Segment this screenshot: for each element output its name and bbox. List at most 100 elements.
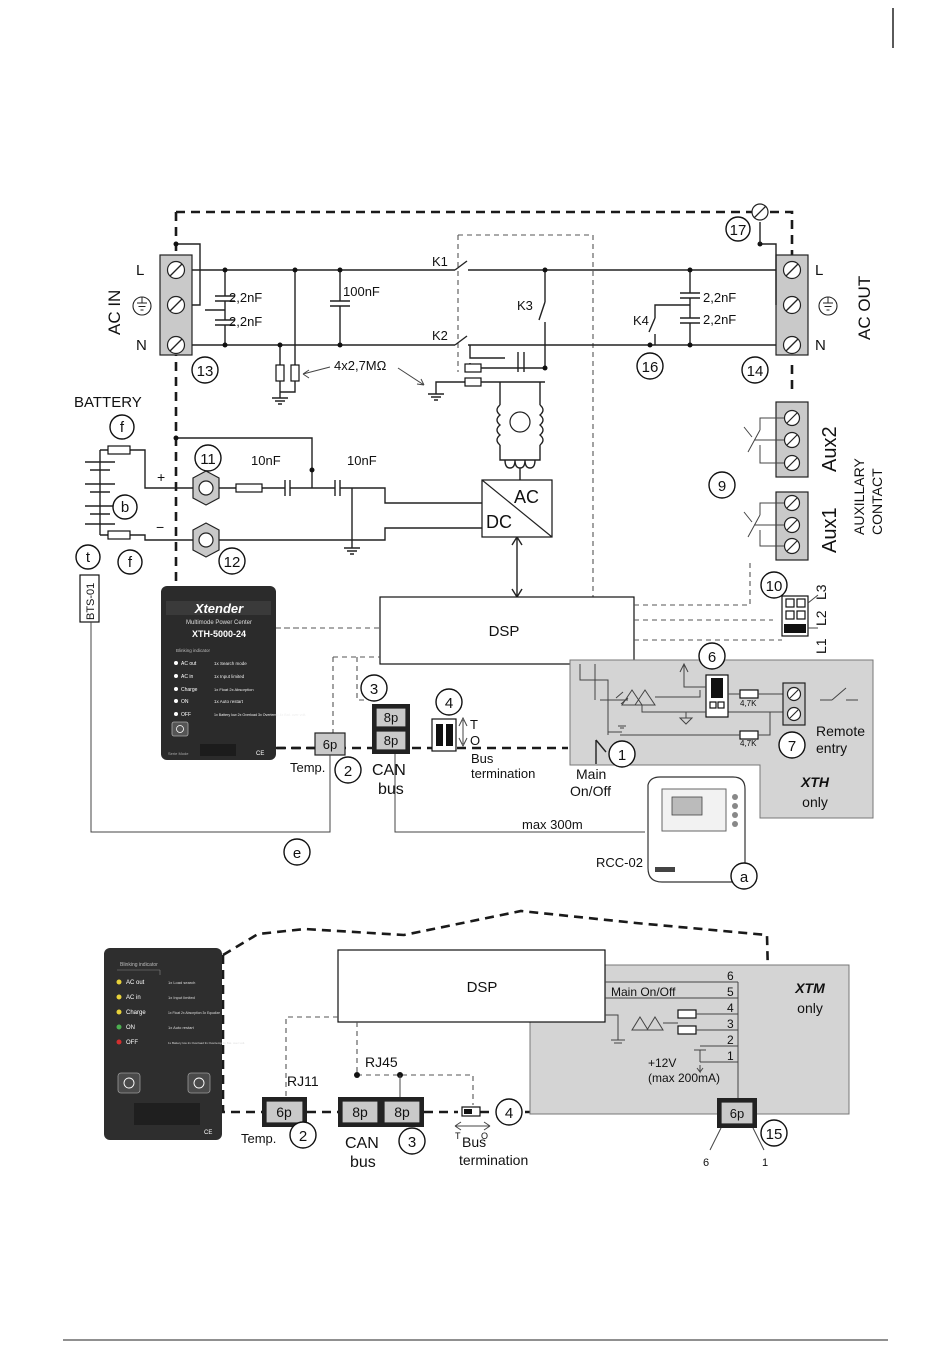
svg-text:XTM: XTM (794, 980, 825, 996)
svg-text:3: 3 (727, 1017, 734, 1031)
power-button[interactable] (117, 1072, 141, 1094)
dc-minus-wire (219, 488, 482, 555)
resistor-icon (739, 730, 759, 740)
marker-6 (698, 642, 726, 670)
bleed-resistor-wires (279, 270, 296, 365)
bts-01-sensor (79, 574, 100, 623)
svg-text:b: b (121, 499, 129, 516)
svg-text:Blinking indicator: Blinking indicator (120, 962, 158, 968)
svg-text:2: 2 (727, 1033, 734, 1047)
svg-text:XTH: XTH (800, 774, 830, 790)
battery-plus-cable (100, 449, 193, 489)
marker-3-bottom (398, 1127, 426, 1155)
svg-text:O: O (481, 1131, 488, 1141)
svg-text:RCC-02: RCC-02 (596, 855, 643, 870)
svg-text:4: 4 (505, 1105, 513, 1122)
ac-out-label: AC OUT (855, 276, 874, 340)
svg-text:8p: 8p (394, 1104, 410, 1120)
dsp-comm-links (275, 627, 380, 735)
svg-text:a: a (740, 869, 749, 886)
marker-9 (708, 471, 736, 499)
svg-text:8p: 8p (352, 1104, 368, 1120)
svg-text:1x Float 2x Absorption 3x Equa: 1x Float 2x Absorption 3x Equalize (168, 1011, 220, 1015)
svg-text:t: t (86, 549, 91, 566)
svg-text:DSP: DSP (467, 979, 498, 996)
svg-text:only: only (797, 1000, 823, 1016)
svg-text:Charge: Charge (126, 1010, 146, 1016)
power-button[interactable] (171, 721, 189, 737)
svg-text:1x Battery low 2x Overload 3: 1x Battery low 2x Overload 3x Overtemp 4… (214, 713, 306, 717)
marker-15 (760, 1119, 788, 1147)
svg-text:Bus: Bus (471, 751, 494, 766)
transformer-primary-wires (435, 345, 546, 394)
svg-text:3: 3 (370, 681, 378, 698)
svg-text:Serie Mode: Serie Mode (168, 751, 189, 756)
relay-k2-label: K2 (432, 328, 448, 343)
aux1-label: Aux1 (819, 507, 841, 553)
svg-text:3: 3 (408, 1134, 416, 1151)
svg-text:termination: termination (471, 766, 535, 781)
rcc-02-remote (647, 776, 746, 883)
battery-symbol (85, 450, 115, 535)
svg-text:DC: DC (486, 512, 512, 532)
svg-text:AC out: AC out (181, 661, 197, 667)
aux1-contact (743, 502, 784, 547)
svg-text:2: 2 (344, 763, 352, 780)
marker-13 (191, 356, 219, 384)
svg-text:1x Float 2x Absorption: 1x Float 2x Absorption (214, 687, 254, 692)
svg-text:DSP: DSP (489, 623, 520, 640)
relay-k4-contact (648, 304, 690, 345)
xtender-front-panel: Xtender Multimode Power Center XTH-5000-… (161, 586, 306, 760)
relay-k1-contact (454, 260, 468, 271)
panel-model: XTH-5000-24 (192, 629, 246, 639)
svg-text:2,2nF: 2,2nF (229, 290, 262, 305)
aux2-label: Aux2 (819, 426, 841, 472)
svg-text:2,2nF: 2,2nF (703, 290, 736, 305)
dsp-link-arrow (511, 536, 523, 598)
svg-text:O: O (470, 733, 480, 748)
marker-10 (760, 571, 788, 599)
svg-text:+12V: +12V (648, 1056, 676, 1070)
svg-text:13: 13 (197, 363, 214, 380)
svg-text:T: T (455, 1131, 461, 1141)
dsp-block (379, 596, 635, 665)
svg-text:1: 1 (727, 1049, 734, 1063)
svg-text:1x Input limited: 1x Input limited (214, 674, 245, 679)
svg-text:AC in: AC in (181, 674, 193, 680)
svg-text:1x Search mode: 1x Search mode (214, 661, 247, 666)
optocoupler-icon (621, 689, 656, 706)
marker-2 (334, 756, 362, 784)
svg-text:ON: ON (181, 699, 189, 705)
svg-text:Bus: Bus (462, 1134, 486, 1150)
dsp-aux-links (634, 560, 782, 641)
marker-11 (194, 444, 222, 472)
svg-text:Temp.: Temp. (241, 1131, 276, 1146)
resistor-icon (677, 1025, 697, 1035)
svg-text:6p: 6p (323, 737, 337, 752)
svg-text:14: 14 (747, 363, 764, 380)
marker-2-bottom (289, 1121, 317, 1149)
panel-brand: Xtender (194, 601, 244, 616)
ac-in-label: AC IN (105, 290, 124, 335)
svg-text:CAN: CAN (345, 1135, 379, 1152)
svg-text:1: 1 (762, 1157, 768, 1169)
marker-17 (725, 216, 751, 242)
svg-text:(max 200mA): (max 200mA) (648, 1071, 720, 1085)
svg-text:termination: termination (459, 1152, 528, 1168)
svg-text:AC out: AC out (126, 980, 145, 986)
svg-text:6: 6 (703, 1157, 709, 1169)
svg-text:f: f (128, 554, 133, 571)
marker-12 (218, 547, 246, 575)
marker-a (730, 862, 758, 890)
transformer-coils (496, 404, 544, 446)
aux2-contact (743, 417, 784, 464)
svg-text:bus: bus (350, 1154, 376, 1171)
svg-text:Temp.: Temp. (290, 760, 325, 775)
svg-text:15: 15 (766, 1126, 783, 1143)
x-capacitor (330, 270, 350, 345)
svg-text:T: T (470, 717, 478, 732)
sound-button[interactable] (187, 1072, 211, 1094)
svg-text:5: 5 (727, 985, 734, 999)
svg-text:4,7K: 4,7K (740, 699, 757, 708)
